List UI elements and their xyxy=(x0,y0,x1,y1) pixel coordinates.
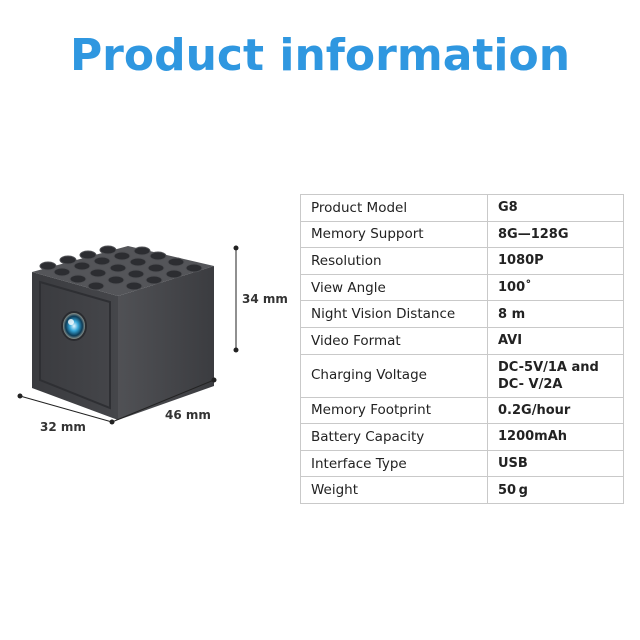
table-row: Battery Capacity 1200mAh xyxy=(300,423,624,451)
table-row: View Angle 100˚ xyxy=(300,273,624,302)
width-dimension: 46 mm xyxy=(165,408,211,422)
table-row: Video Format AVI xyxy=(300,326,624,355)
table-row: Weight 50 g xyxy=(300,476,624,504)
spec-value: AVI xyxy=(487,326,624,355)
spec-value: G8 xyxy=(487,194,624,222)
spec-label: Video Format xyxy=(300,326,488,355)
spec-table: Product Model G8 Memory Support 8G—128G … xyxy=(300,194,624,504)
spec-label: Product Model xyxy=(300,194,488,222)
spec-label: Memory Footprint xyxy=(300,396,488,425)
spec-value: 100˚ xyxy=(487,273,624,302)
spec-label: Memory Support xyxy=(300,220,488,249)
spec-value: 8G—128G xyxy=(487,220,624,249)
table-row: Memory Support 8G—128G xyxy=(300,220,624,249)
spec-label: Resolution xyxy=(300,247,488,275)
spec-value: 1080P xyxy=(487,247,624,275)
spec-value: 0.2G/hour xyxy=(487,396,624,425)
depth-dimension: 32 mm xyxy=(40,420,86,434)
table-row: Memory Footprint 0.2G/hour xyxy=(300,396,624,425)
spec-label: Interface Type xyxy=(300,449,488,478)
table-row: Resolution 1080P xyxy=(300,247,624,275)
spec-label: Charging Voltage xyxy=(300,353,488,398)
table-row: Product Model G8 xyxy=(300,194,624,222)
spec-value: DC-5V/1A and DC- V/2A xyxy=(487,353,624,398)
camera-brick-icon xyxy=(17,245,239,425)
height-dimension: 34 mm xyxy=(242,292,288,306)
spec-value: 50 g xyxy=(487,476,624,504)
spec-label: Night Vision Distance xyxy=(300,300,488,328)
table-row: Night Vision Distance 8 m xyxy=(300,300,624,328)
spec-value: 1200mAh xyxy=(487,423,624,451)
spec-label: Battery Capacity xyxy=(300,423,488,451)
spec-value: USB xyxy=(487,449,624,478)
spec-label: Weight xyxy=(300,476,488,504)
page-title: Product information xyxy=(69,30,571,81)
spec-label: View Angle xyxy=(300,273,488,302)
product-illustration: 34 mm 32 mm 46 mm xyxy=(0,200,300,460)
table-row: Charging Voltage DC-5V/1A and DC- V/2A xyxy=(300,353,624,398)
spec-value: 8 m xyxy=(487,300,624,328)
table-row: Interface Type USB xyxy=(300,449,624,478)
